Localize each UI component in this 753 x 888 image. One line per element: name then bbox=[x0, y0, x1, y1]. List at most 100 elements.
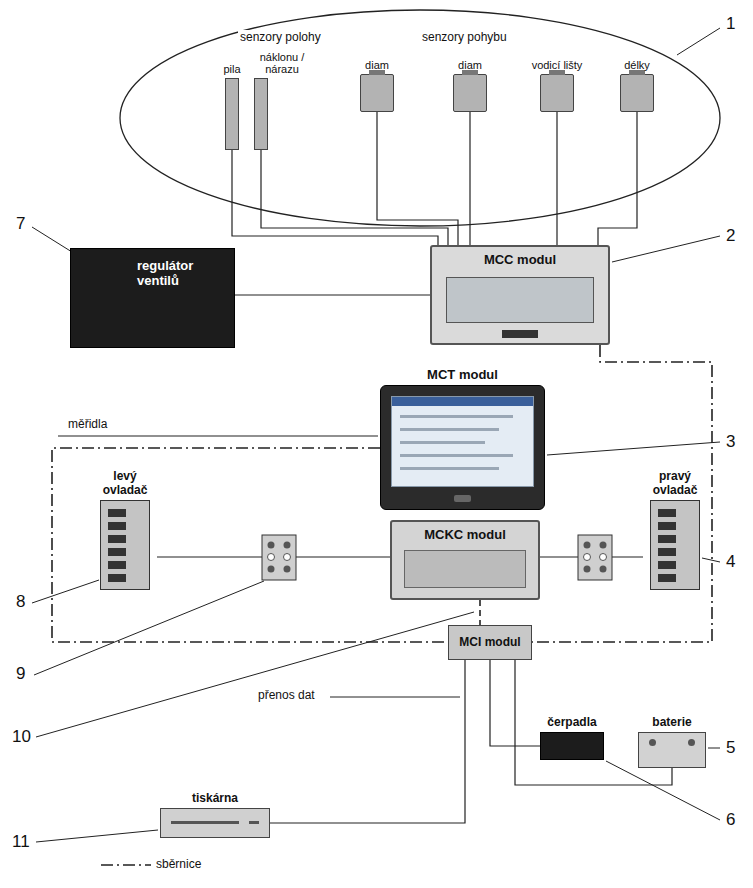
module-panel bbox=[404, 550, 526, 588]
gauge-line bbox=[58, 435, 378, 436]
control-button bbox=[658, 561, 676, 569]
callout-number: 5 bbox=[724, 738, 737, 758]
control-button bbox=[658, 548, 676, 556]
bus-line bbox=[532, 345, 712, 642]
callout-leaders bbox=[32, 28, 720, 842]
node-text: MCI modul bbox=[459, 636, 520, 650]
motion-sensor-body bbox=[540, 74, 574, 112]
callout-number: 3 bbox=[724, 432, 737, 452]
wire bbox=[235, 294, 430, 295]
motion-sensor: délky bbox=[620, 59, 654, 112]
screen-row bbox=[400, 454, 513, 457]
screen-row bbox=[400, 428, 499, 431]
battery-terminal bbox=[688, 739, 695, 746]
group-label: senzory pohybu bbox=[420, 30, 509, 44]
wire bbox=[598, 112, 637, 245]
callout-number: 10 bbox=[10, 727, 33, 747]
callout-number: 2 bbox=[724, 226, 737, 246]
data-transfer-leader bbox=[330, 697, 460, 698]
part-label: přenos dat bbox=[256, 688, 317, 702]
printer-mark bbox=[249, 821, 259, 824]
motion-sensor-body bbox=[453, 74, 487, 112]
node-text: vodicí lišty bbox=[532, 59, 583, 72]
position-sensor-body bbox=[225, 78, 239, 150]
control-button bbox=[108, 535, 126, 543]
callout-number: 4 bbox=[724, 552, 737, 572]
position-sensor: náklonu / nárazu bbox=[254, 51, 310, 150]
mci-module-body: MCI modul bbox=[448, 625, 532, 660]
mcc-module: MCC modul bbox=[430, 245, 610, 345]
callout-number: 6 bbox=[724, 810, 737, 830]
motion-sensor: diam bbox=[360, 59, 394, 112]
battery-terminal bbox=[649, 739, 656, 746]
control-button bbox=[658, 509, 676, 517]
control-button bbox=[108, 561, 126, 569]
callout-number: 1 bbox=[724, 14, 737, 34]
mckc-module-body: MCKC modul bbox=[390, 520, 540, 600]
legend-line-sample bbox=[100, 859, 152, 871]
pumps-box-body bbox=[540, 732, 604, 760]
motion-sensor: vodicí lišty bbox=[532, 59, 583, 112]
mckc-module: MCKC modul bbox=[390, 520, 540, 600]
battery-box-body bbox=[638, 732, 706, 768]
left-controller-body bbox=[100, 500, 150, 590]
control-button bbox=[658, 574, 676, 582]
node-text: tiskárna bbox=[192, 792, 238, 806]
node-text: čerpadla bbox=[547, 716, 596, 730]
battery-box: baterie bbox=[638, 716, 706, 768]
control-button bbox=[108, 509, 126, 517]
monitor-button bbox=[454, 495, 470, 502]
legend-entry: sběrnice bbox=[100, 858, 201, 872]
node-text: MCC modul bbox=[438, 253, 602, 268]
position-sensor: pila bbox=[223, 63, 240, 150]
node-text: regulátor ventilů bbox=[137, 259, 222, 289]
wire bbox=[556, 112, 557, 245]
sensor-group-outline bbox=[120, 10, 720, 226]
node-text: MCKC modul bbox=[398, 528, 532, 543]
mct-module-body bbox=[380, 385, 545, 510]
mci-module: MCI modul bbox=[448, 625, 532, 660]
printer-slot bbox=[171, 821, 239, 824]
left-button-box bbox=[262, 535, 296, 580]
right-controller-body bbox=[650, 500, 700, 590]
module-strip bbox=[502, 330, 537, 338]
node-text: pravý ovladač bbox=[643, 470, 707, 498]
screen-row bbox=[400, 441, 485, 444]
screen-row bbox=[400, 467, 499, 470]
legend-text: sběrnice bbox=[156, 858, 201, 872]
pumps-box: čerpadla bbox=[540, 716, 604, 760]
screen-header bbox=[392, 397, 533, 406]
node-text: MCT modul bbox=[427, 368, 498, 383]
callout-number: 11 bbox=[10, 832, 32, 852]
node-text: náklonu / nárazu bbox=[254, 51, 310, 76]
valve-controller-body: regulátor ventilů bbox=[70, 248, 235, 348]
mcc-module-body: MCC modul bbox=[430, 245, 610, 345]
printer-box: tiskárna bbox=[160, 792, 270, 838]
motion-sensor-body bbox=[620, 74, 654, 112]
callout-number: 7 bbox=[14, 214, 27, 234]
right-button-box bbox=[578, 535, 612, 580]
control-button bbox=[108, 574, 126, 582]
callout-number: 8 bbox=[14, 592, 27, 612]
motion-sensor: diam bbox=[453, 59, 487, 112]
module-screen bbox=[446, 277, 594, 323]
node-text: diam bbox=[365, 59, 389, 72]
node-text: levý ovladač bbox=[93, 470, 157, 498]
group-label: senzory polohy bbox=[238, 30, 323, 44]
position-sensor-body bbox=[254, 78, 268, 150]
control-button bbox=[658, 522, 676, 530]
part-label: měřidla bbox=[66, 417, 109, 431]
wire bbox=[270, 660, 465, 823]
motion-sensor-body bbox=[360, 74, 394, 112]
valve-controller: regulátor ventilů bbox=[70, 248, 235, 348]
bus-line-sample bbox=[101, 864, 151, 866]
screen-row bbox=[400, 415, 513, 418]
right-controller: pravý ovladač bbox=[643, 470, 707, 590]
node-text: délky bbox=[624, 59, 650, 72]
wire bbox=[232, 150, 438, 245]
control-button bbox=[108, 522, 126, 530]
node-text: diam bbox=[458, 59, 482, 72]
monitor-screen bbox=[391, 396, 534, 487]
mct-module: MCT modul bbox=[380, 368, 545, 510]
